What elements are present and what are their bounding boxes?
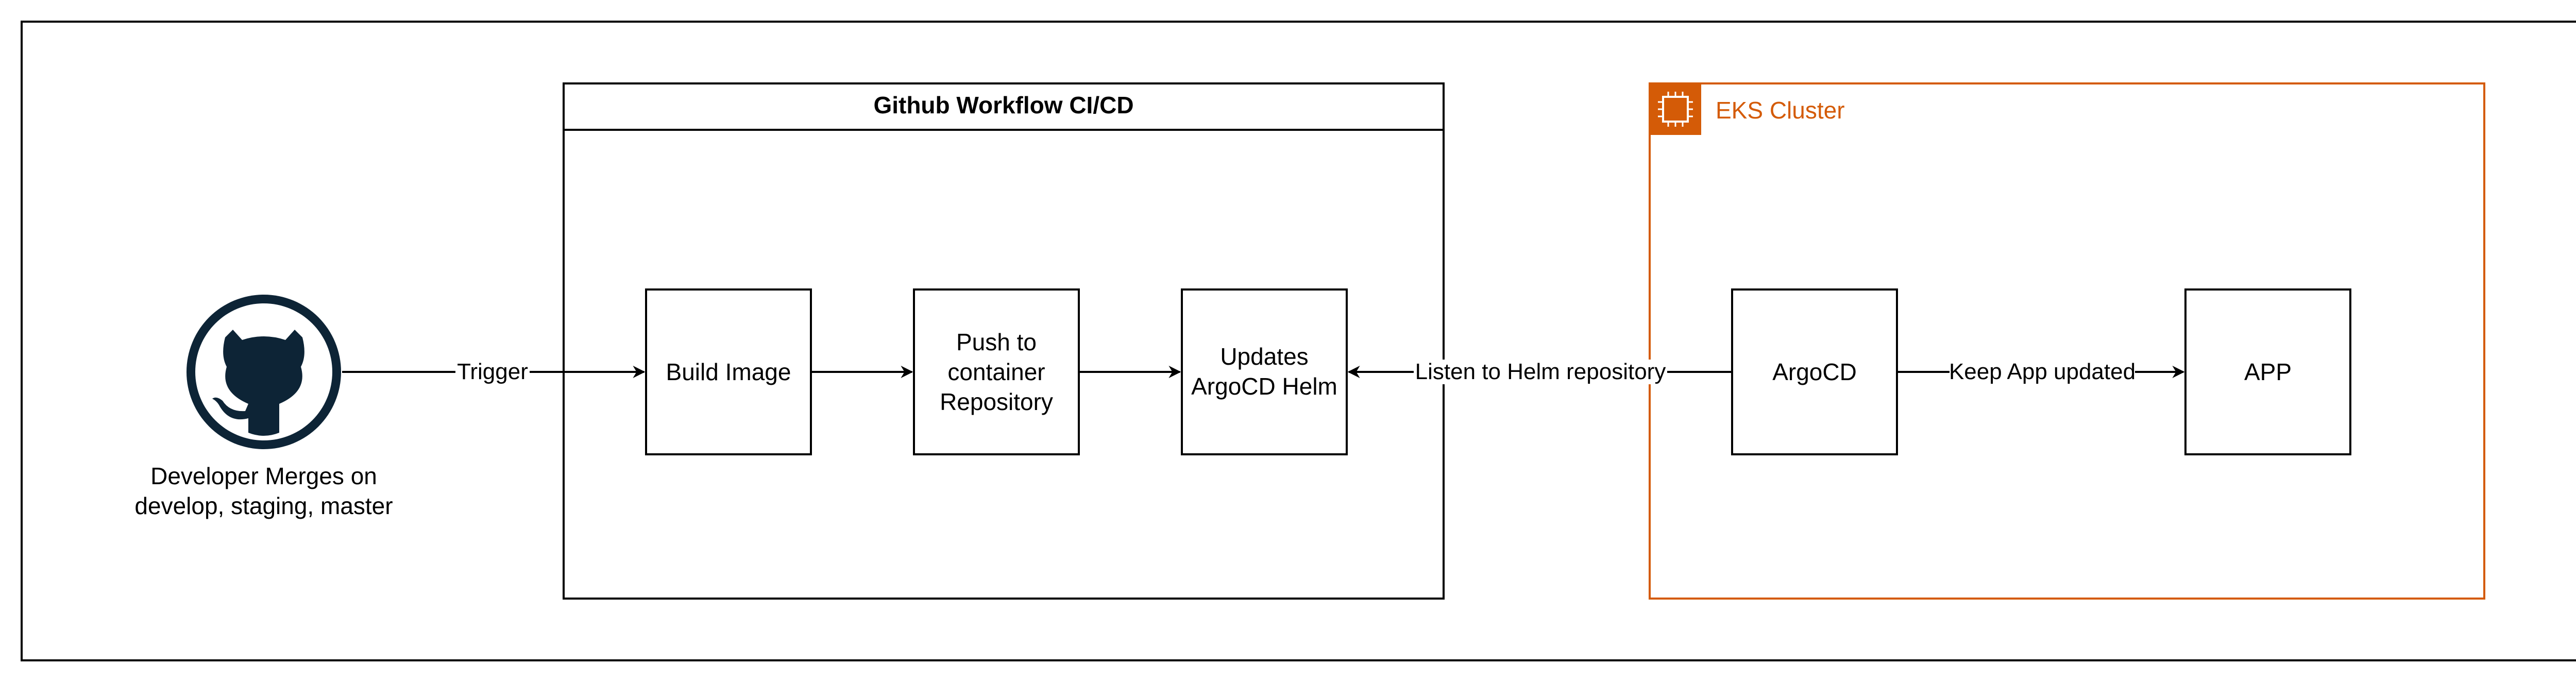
push-label-line1: Push to [956, 329, 1037, 355]
push-repository-node: Push to container Repository [913, 288, 1080, 455]
argocd-label: ArgoCD [1772, 359, 1857, 385]
developer-caption-line1: Developer Merges on [150, 463, 377, 489]
outer-frame [21, 21, 2576, 661]
edge-listen-label: Listen to Helm repository [1415, 359, 1666, 384]
developer-caption-line2: develop, staging, master [134, 492, 393, 519]
edge-keep-updated-label: Keep App updated [1949, 359, 2136, 384]
update-label-line1: Updates [1220, 343, 1308, 370]
edge-listen-helm: Listen to Helm repository [1347, 359, 1732, 384]
eks-title: EKS Cluster [1716, 97, 1845, 124]
github-icon [187, 295, 341, 449]
eks-cluster-container: EKS Cluster [1649, 82, 2485, 600]
update-helm-node: Updates ArgoCD Helm [1181, 288, 1348, 455]
push-label-line2: container [947, 359, 1045, 385]
cpu-chip-icon [1650, 83, 1701, 135]
app-node: APP [2184, 288, 2351, 455]
argocd-node: ArgoCD [1731, 288, 1898, 455]
edge-trigger: Trigger [342, 359, 646, 384]
update-label-line2: ArgoCD Helm [1191, 373, 1337, 400]
build-image-label: Build Image [666, 359, 791, 385]
workflow-title: Github Workflow CI/CD [873, 92, 1133, 118]
push-label-line3: Repository [940, 388, 1053, 415]
edge-keep-updated: Keep App updated [1897, 359, 2185, 384]
app-label: APP [2244, 359, 2292, 385]
edge-trigger-label: Trigger [457, 359, 528, 384]
build-image-node: Build Image [645, 288, 812, 455]
